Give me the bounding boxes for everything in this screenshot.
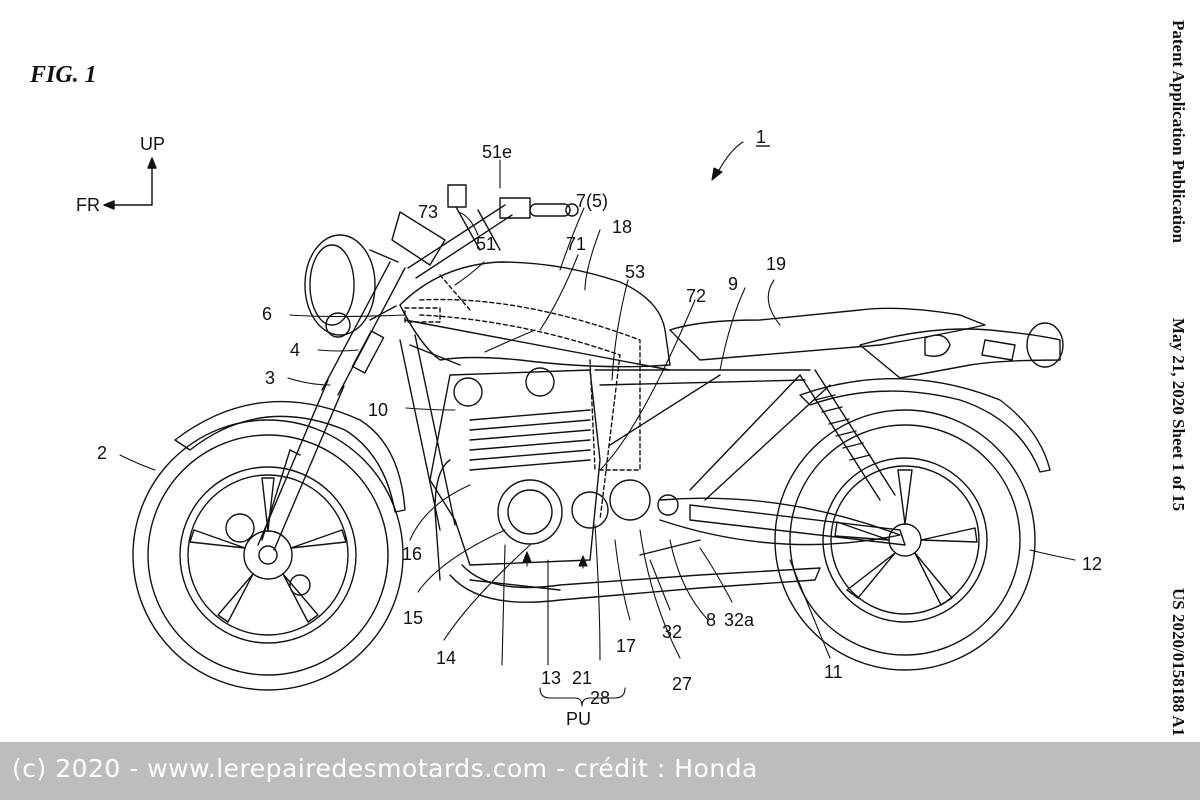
label-32a: 32a [724,610,755,630]
handlebar [408,185,578,278]
label-10: 10 [368,400,388,420]
label-28: 28 [590,688,610,708]
up-indicator: UP [140,134,165,154]
rear-fender [860,329,1060,378]
date-sheet-header: May 21, 2020 Sheet 1 of 15 [1168,318,1188,511]
label-18: 18 [612,217,632,237]
label-2: 2 [97,443,107,463]
label-7: 7(5) [576,191,608,211]
engine [430,368,678,590]
label-11: 11 [824,662,843,682]
credit-text: (c) 2020 - www.lerepairedesmotards.com -… [12,754,758,783]
motorcycle-drawing: UP FR 1 2 3 4 6 7(5) 8 9 10 11 12 13 14 … [0,0,1160,742]
patent-number-header: US 2020/0158188 A1 [1168,588,1188,736]
label-9: 9 [728,274,738,294]
label-14: 14 [436,648,456,668]
rear-wheel [775,410,1035,670]
label-17: 17 [616,636,636,656]
headlight [305,235,398,337]
label-51: 51 [476,234,496,254]
label-15: 15 [403,608,423,628]
label-4: 4 [290,340,300,360]
orientation-arrows [104,158,156,209]
leader-lines [120,142,1075,706]
label-53: 53 [625,262,645,282]
label-3: 3 [265,368,275,388]
front-indicator: FR [76,195,100,215]
rear-turn-signal [925,335,950,356]
front-wheel [133,420,403,690]
label-51e: 51e [482,142,512,162]
turn-signal [982,340,1015,360]
credit-footer: (c) 2020 - www.lerepairedesmotards.com -… [0,742,1200,800]
label-1: 1 [756,127,766,147]
publication-header: Patent Application Publication [1168,20,1188,243]
label-pu: PU [566,709,591,729]
label-73: 73 [418,202,438,222]
rear-fender-inner [800,379,1050,472]
hidden-lines [405,275,640,520]
seat [670,308,985,360]
label-21: 21 [572,668,592,688]
label-19: 19 [766,254,786,274]
label-6: 6 [262,304,272,324]
label-12: 12 [1082,554,1102,574]
label-71: 71 [566,234,586,254]
label-32: 32 [662,622,682,642]
label-27: 27 [672,674,692,694]
label-8: 8 [706,610,716,630]
rear-shock [800,370,895,500]
label-72: 72 [686,286,706,306]
label-16: 16 [402,544,422,564]
label-13: 13 [541,668,561,688]
